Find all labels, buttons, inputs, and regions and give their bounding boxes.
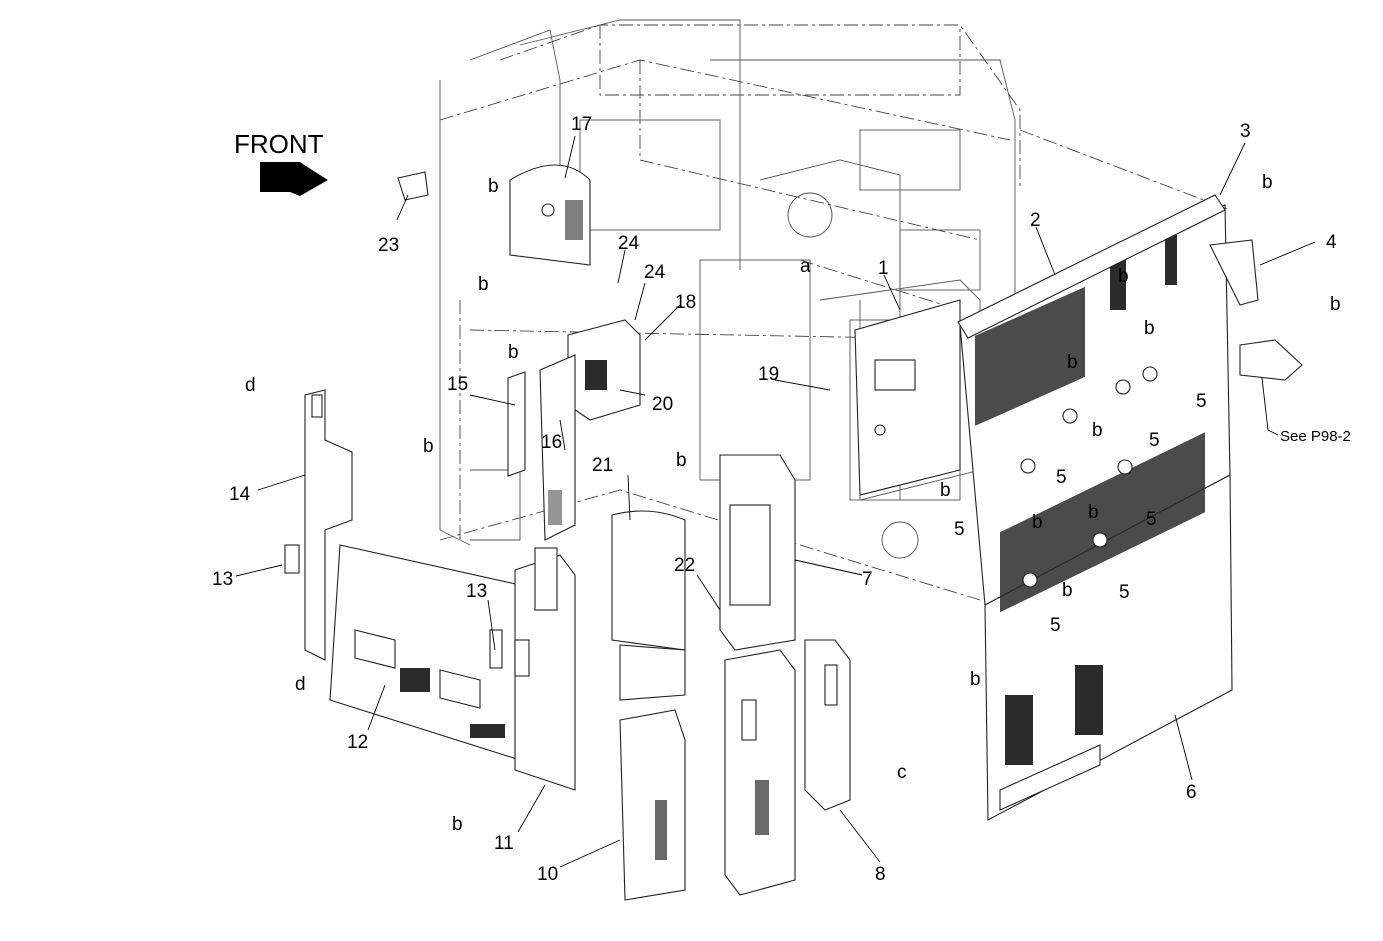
callout-12: 12 xyxy=(347,732,368,753)
part-8-bracket xyxy=(804,639,851,811)
part-11-tall-cover xyxy=(514,547,576,791)
callout-18: 18 xyxy=(675,292,696,313)
part-13-small-cover xyxy=(284,544,300,574)
callout-10: 10 xyxy=(537,864,558,885)
screw-label-b: b xyxy=(970,669,981,690)
callout-5: 5 xyxy=(1119,582,1130,603)
callout-16: 16 xyxy=(541,432,562,453)
part-20-box xyxy=(567,319,641,421)
screw-label-b: b xyxy=(1262,172,1273,193)
callout-6: 6 xyxy=(1186,782,1197,803)
callout-2: 2 xyxy=(1030,210,1041,231)
screw-label-b: b xyxy=(1330,294,1341,315)
front-arrow-icon xyxy=(260,162,328,196)
screw-label-a: a xyxy=(800,256,811,277)
part-3-top-rail xyxy=(957,194,1226,339)
screw-label-b: b xyxy=(488,176,499,197)
callout-1: 1 xyxy=(878,258,889,279)
callout-11: 11 xyxy=(494,833,514,854)
screw-label-b: b xyxy=(676,450,687,471)
callout-7: 7 xyxy=(862,569,873,590)
part-9-lower-frame xyxy=(724,649,796,896)
screw-label-d: d xyxy=(295,674,306,695)
callout-19: 19 xyxy=(758,364,779,385)
screw-label-b: b xyxy=(452,814,463,835)
screw-label-b: b xyxy=(478,274,489,295)
screw-label-b: b xyxy=(1067,352,1078,373)
callout-23: 23 xyxy=(378,235,399,256)
callout-5: 5 xyxy=(954,519,965,540)
part-10-cover xyxy=(619,709,686,901)
leader-lines xyxy=(235,135,1316,868)
screw-label-b: b xyxy=(1118,266,1129,287)
screw-label-b: b xyxy=(1092,420,1103,441)
see-reference-label: See P98-2 xyxy=(1280,428,1351,445)
callout-15: 15 xyxy=(447,374,468,395)
callout-13: 13 xyxy=(466,581,487,602)
screw-label-b: b xyxy=(1144,318,1155,339)
callout-5: 5 xyxy=(1146,509,1157,530)
screw-label-b: b xyxy=(1088,502,1099,523)
part-7-assembly xyxy=(719,454,796,651)
callout-5: 5 xyxy=(1196,391,1207,412)
screw-label-b: b xyxy=(940,480,951,501)
part-21-duct xyxy=(611,510,686,701)
callout-3: 3 xyxy=(1240,121,1251,142)
see-reference-pointer xyxy=(1239,339,1303,436)
callout-13: 13 xyxy=(212,569,233,590)
callout-4: 4 xyxy=(1326,232,1337,253)
screw-label-b: b xyxy=(1032,512,1043,533)
screw-labels: a b b b b b b b b b b b b b b b b b b c … xyxy=(245,172,1341,835)
part-callouts: 1 2 3 4 5 5 5 5 5 5 5 5 6 7 8 10 11 12 1… xyxy=(212,114,1337,885)
part-5-studs xyxy=(1020,366,1158,588)
screw-label-b: b xyxy=(423,436,434,457)
screw-label-b: b xyxy=(1062,580,1073,601)
front-label: FRONT xyxy=(234,129,324,159)
callout-22: 22 xyxy=(674,555,695,576)
screw-label-b: b xyxy=(508,342,519,363)
part-12-front-panel xyxy=(329,544,521,761)
screw-label-d: d xyxy=(245,375,256,396)
callout-5: 5 xyxy=(1056,467,1067,488)
part-1-board-plate xyxy=(854,299,961,496)
callout-5: 5 xyxy=(1149,430,1160,451)
callout-24: 24 xyxy=(644,262,666,283)
callout-21: 21 xyxy=(592,455,613,476)
part-17-cover xyxy=(509,164,591,266)
callout-17: 17 xyxy=(571,114,592,135)
part-15-16-stay xyxy=(507,354,576,541)
part-4-bracket xyxy=(1209,239,1259,306)
callout-5: 5 xyxy=(1050,615,1061,636)
part-23-bracket xyxy=(397,171,429,201)
part-6-lower-rear-cover xyxy=(984,432,1233,821)
callout-20: 20 xyxy=(652,394,673,415)
part-14-side-panel xyxy=(304,389,353,661)
callout-14: 14 xyxy=(229,484,251,505)
screw-label-c: c xyxy=(897,762,907,783)
callout-8: 8 xyxy=(875,864,886,885)
callout-24: 24 xyxy=(618,233,640,254)
